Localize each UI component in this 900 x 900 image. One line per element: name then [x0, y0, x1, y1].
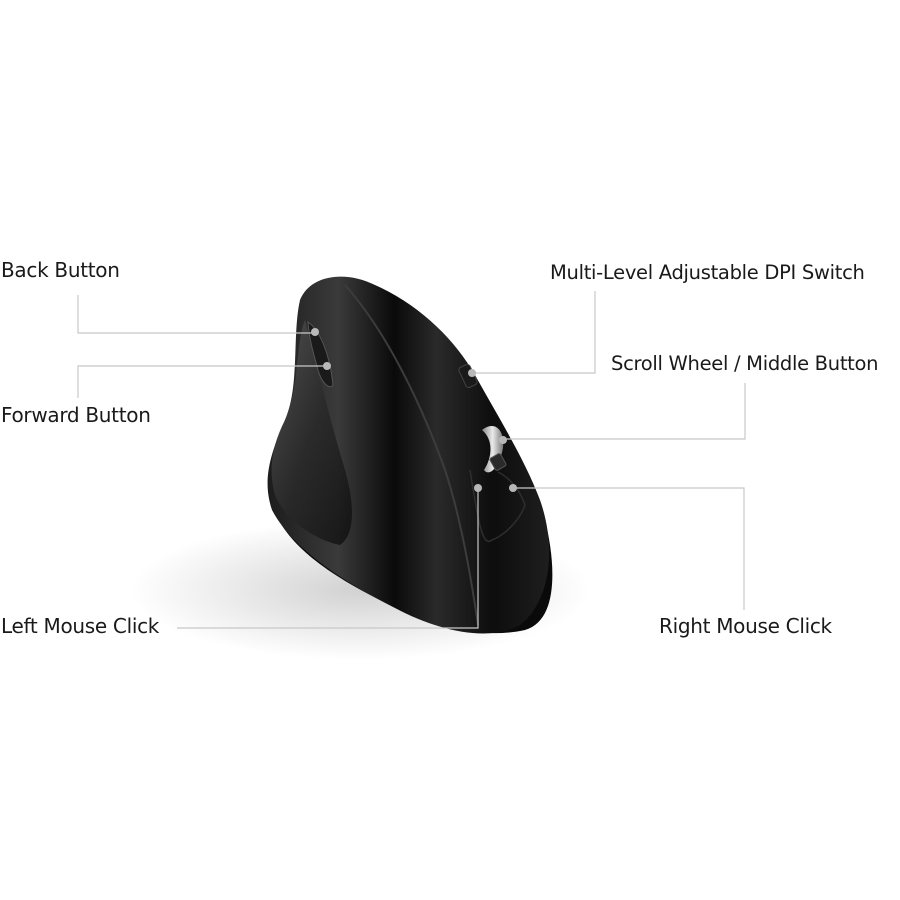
- label-dpi-switch: Multi-Level Adjustable DPI Switch: [550, 261, 865, 284]
- leader-forward: [77, 365, 327, 398]
- scroll-button: [489, 453, 507, 471]
- leader-left-click: [177, 488, 479, 629]
- dot-right-click: [509, 484, 517, 492]
- label-left-mouse-click: Left Mouse Click: [1, 614, 160, 638]
- leader-dpi: [472, 291, 596, 374]
- leader-lines: [77, 291, 746, 629]
- dot-left-click: [474, 484, 482, 492]
- dot-forward: [323, 362, 331, 370]
- side-buttons: [307, 321, 334, 388]
- label-right-mouse-click: Right Mouse Click: [659, 614, 832, 638]
- leader-scroll: [503, 383, 746, 440]
- label-back-button: Back Button: [1, 258, 120, 282]
- leader-back: [77, 295, 315, 334]
- label-scroll-wheel: Scroll Wheel / Middle Button: [611, 352, 879, 375]
- label-forward-button: Forward Button: [1, 403, 151, 427]
- leader-right-click: [513, 487, 745, 610]
- dot-back: [311, 328, 319, 336]
- callout-dots: [311, 328, 517, 492]
- dot-dpi: [468, 369, 476, 377]
- button-seam: [344, 284, 479, 626]
- thumb-rest: [271, 320, 352, 545]
- dot-scroll: [499, 436, 507, 444]
